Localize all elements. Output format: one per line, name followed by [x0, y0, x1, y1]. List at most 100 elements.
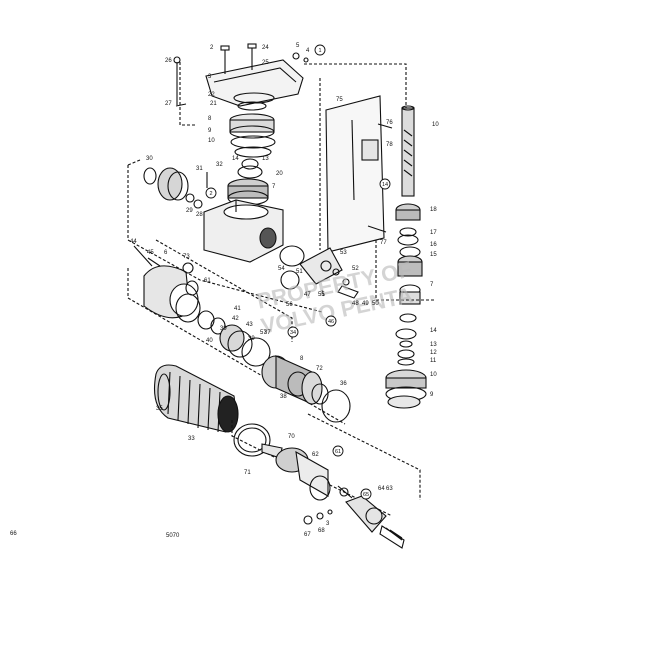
part-number-12: 10	[208, 138, 215, 144]
part-number-33: 6	[164, 250, 168, 256]
lower-bearing-group	[133, 245, 271, 367]
part-number-55: 14	[430, 328, 437, 334]
part-number-28: 16	[430, 242, 437, 248]
part-number-21: 32	[216, 162, 223, 168]
callout-label-4: 34	[290, 330, 296, 336]
callout-label-2: 14	[382, 182, 388, 188]
part-number-48: 42	[232, 316, 239, 322]
part-number-70: 64	[378, 486, 385, 492]
callout-label-6: 65	[363, 492, 369, 498]
part-number-61: 8	[300, 356, 304, 362]
part-number-71: 63	[386, 486, 393, 492]
part-number-44: 54	[278, 266, 285, 272]
part-number-64: 72	[316, 366, 323, 372]
part-number-59: 10	[430, 372, 437, 378]
part-number-60: 9	[430, 392, 434, 398]
upper-gear-housing	[203, 199, 284, 263]
part-number-7: 22	[208, 92, 215, 98]
part-number-13: 75	[336, 97, 343, 103]
shift-assembly	[279, 245, 359, 299]
part-number-75: 66	[10, 531, 17, 537]
callout-label-5: 61	[335, 449, 341, 455]
part-number-45: 56	[286, 302, 293, 308]
vertical-shaft-stack	[385, 105, 427, 409]
callout-circle-1	[205, 187, 217, 199]
part-number-14: 10	[432, 122, 439, 128]
part-number-5: 25	[262, 60, 269, 66]
part-number-72: 3	[326, 521, 330, 527]
callout-label-1: 2	[209, 191, 212, 197]
part-number-40: 49	[362, 301, 369, 307]
part-number-4: 26	[165, 58, 172, 64]
callout-circle-3	[325, 315, 337, 327]
part-number-11: 9	[208, 128, 212, 134]
callout-label-0: 1	[318, 48, 321, 54]
universal-joint	[261, 443, 405, 549]
callout-circle-5	[332, 445, 344, 457]
part-number-42: 47	[304, 292, 311, 298]
callout-circle-0	[314, 44, 326, 56]
part-number-38: 51	[296, 269, 303, 275]
part-number-15: 76	[386, 120, 393, 126]
part-number-22: 20	[276, 171, 283, 177]
callout-label-3: 46	[328, 319, 334, 325]
part-number-41: 48	[352, 301, 359, 307]
callout-circle-6	[360, 488, 372, 500]
part-number-16: 78	[386, 142, 393, 148]
part-number-56: 13	[430, 342, 437, 348]
part-number-8: 27	[165, 101, 172, 107]
part-number-36: 53	[340, 250, 347, 256]
part-number-57: 12	[430, 350, 437, 356]
part-number-23: 7	[272, 184, 276, 190]
part-number-62: 38	[280, 394, 287, 400]
part-number-47: 39	[220, 326, 227, 332]
part-number-43: 55	[318, 292, 325, 298]
part-number-19: 13	[262, 156, 269, 162]
part-number-25: 28	[196, 212, 203, 218]
callout-circle-4	[287, 326, 299, 338]
part-number-46: 57	[260, 330, 267, 336]
part-number-65: 36	[340, 381, 347, 387]
part-number-39: 50	[372, 301, 379, 307]
part-number-9: 21	[210, 101, 217, 107]
forward-gear-cluster	[261, 355, 351, 423]
part-number-32: 45	[147, 250, 154, 256]
part-number-67: 71	[244, 470, 251, 476]
part-number-54: 7	[430, 282, 434, 288]
part-number-68: 70	[288, 434, 295, 440]
part-number-0: 2	[210, 45, 214, 51]
part-number-3: 4	[306, 48, 310, 54]
part-number-51: 43	[246, 322, 253, 328]
part-number-35: 61	[204, 278, 211, 284]
part-number-66: 33	[188, 436, 195, 442]
part-number-1: 24	[262, 45, 269, 51]
part-number-74: 68	[318, 528, 325, 534]
skeg-plate	[325, 95, 393, 253]
part-number-10: 8	[208, 116, 212, 122]
part-number-30: 77	[380, 240, 387, 246]
part-number-18: 14	[232, 156, 239, 162]
part-number-53: 37	[264, 330, 271, 336]
part-number-6: 3	[208, 74, 212, 80]
part-number-69: 62	[312, 452, 319, 458]
part-number-49: 41	[234, 306, 241, 312]
part-number-24: 29	[186, 208, 193, 214]
part-number-26: 18	[430, 207, 437, 213]
pinion-gear-group	[143, 167, 208, 209]
part-number-37: 52	[352, 266, 359, 272]
part-number-31: 44	[130, 239, 137, 245]
part-number-27: 17	[430, 230, 437, 236]
part-number-50: 40	[206, 338, 213, 344]
part-number-20: 31	[196, 166, 203, 172]
top-cover-group	[173, 43, 309, 206]
part-number-29: 15	[430, 252, 437, 258]
part-number-73: 67	[304, 532, 311, 538]
part-number-58: 11	[430, 358, 437, 364]
part-number-17: 30	[146, 156, 153, 162]
part-number-63: 35	[156, 406, 163, 412]
callout-circle-2	[379, 178, 391, 190]
part-number-2: 5	[296, 43, 300, 49]
